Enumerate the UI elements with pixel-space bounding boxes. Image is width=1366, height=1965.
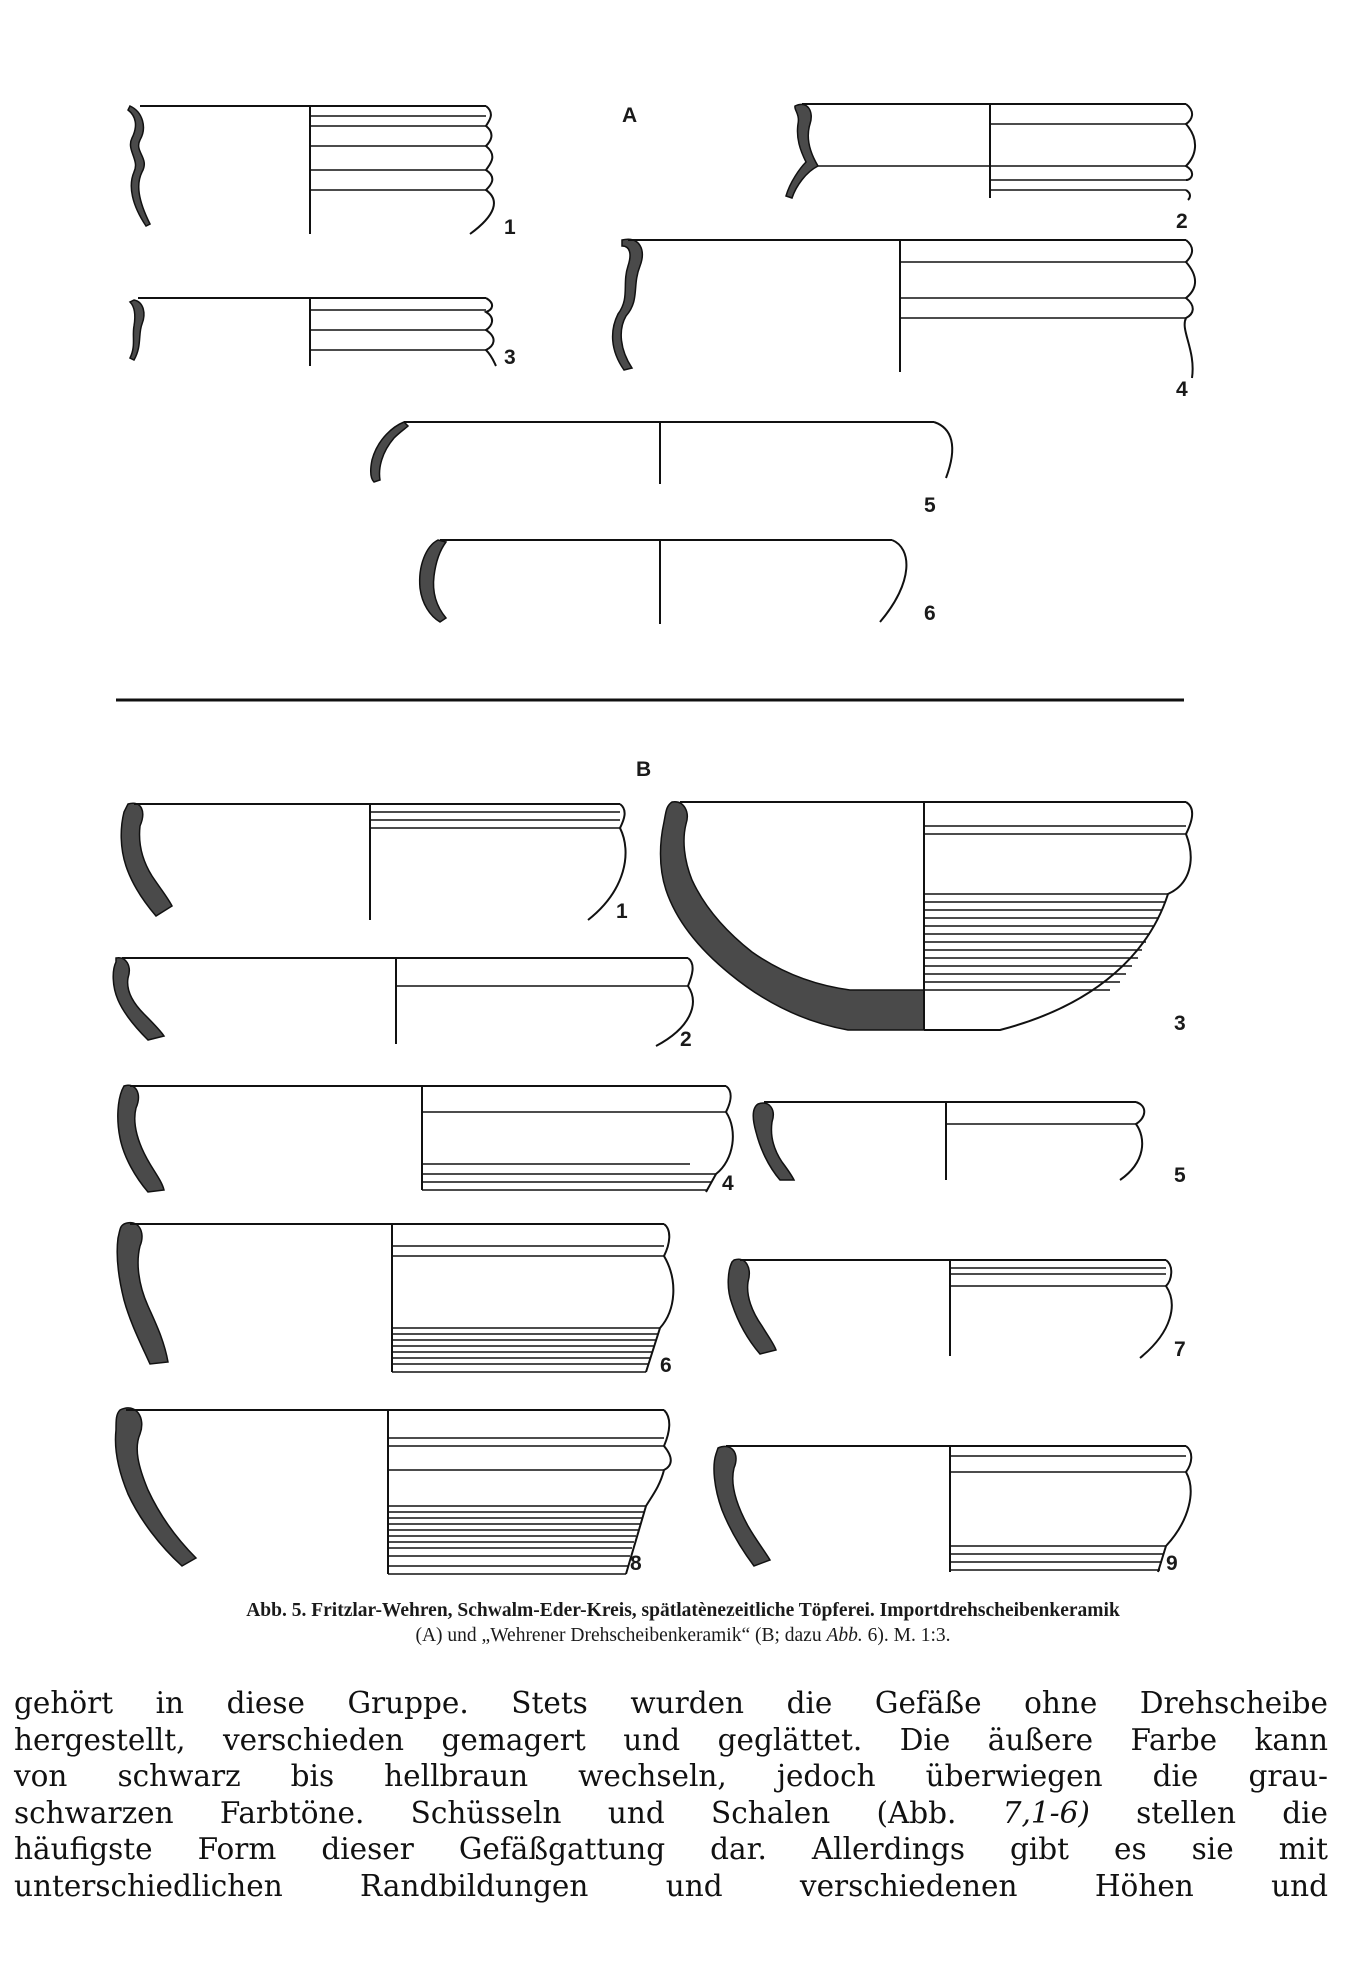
body-line-5: häufigste Form dieser Gefäßgattung dar. …	[14, 1832, 1328, 1867]
caption-line-1: Abb. 5. Fritzlar-Wehren, Schwalm-Eder-Kr…	[246, 1600, 1120, 1621]
body-line-3: von schwarz bis hellbraun wechseln, jedo…	[14, 1759, 1328, 1794]
body-paragraph: gehört in diese Gruppe. Stets wurden die…	[14, 1685, 1328, 1905]
b-num-8: 8	[630, 1552, 642, 1575]
caption-line-2-start: (A) und „Wehrener Drehscheibenkeramik“ (…	[415, 1625, 827, 1646]
sherd-b6: 6	[116, 1221, 675, 1377]
sherd-a4: 4	[611, 238, 1196, 401]
body-line-1: gehört in diese Gruppe. Stets wurden die…	[14, 1686, 1328, 1720]
figure-caption: Abb. 5. Fritzlar-Wehren, Schwalm-Eder-Kr…	[80, 1598, 1286, 1648]
b-num-1: 1	[616, 900, 628, 923]
a-num-1: 1	[504, 216, 516, 239]
body-line-4-start: schwarzen Farbtöne. Schüsseln und Schale…	[14, 1795, 1003, 1830]
section-a-label: A	[622, 104, 637, 127]
b-num-4: 4	[722, 1172, 734, 1195]
sherd-b3: 3	[659, 801, 1193, 1035]
b8-hatching	[388, 1505, 646, 1575]
sherd-b1: 1	[120, 802, 628, 923]
b6-hatching	[392, 1327, 660, 1373]
body-line-4: schwarzen Farbtöne. Schüsseln und Schale…	[14, 1795, 1328, 1832]
body-line-6: unterschiedlichen Randbildungen und vers…	[14, 1868, 1328, 1903]
sherd-b8: 8	[114, 1407, 672, 1575]
a-num-5: 5	[924, 494, 936, 517]
b-num-2: 2	[680, 1028, 692, 1051]
sherd-b7: 7	[727, 1258, 1186, 1361]
sherd-a6: 6	[418, 539, 936, 625]
body-line-4-end: stellen die	[1089, 1795, 1329, 1830]
pottery-figure: A 1 2 3	[112, 103, 1196, 1575]
sherd-b5: 5	[752, 1101, 1186, 1187]
sherd-a1: 1	[127, 105, 516, 239]
sherd-a3: 3	[128, 297, 516, 369]
a-num-3: 3	[504, 346, 516, 369]
b3-hatching	[924, 893, 1168, 991]
b-num-3: 3	[1174, 1012, 1186, 1035]
caption-line-2-end: 6). M. 1:3.	[862, 1625, 951, 1646]
sherd-b9: 9	[713, 1445, 1193, 1575]
caption-line-2: (A) und „Wehrener Drehscheibenkeramik“ (…	[80, 1623, 1286, 1648]
body-line-2: hergestellt, verschieden gemagert und ge…	[14, 1722, 1328, 1757]
b-num-7: 7	[1174, 1338, 1186, 1361]
sherd-a2: 2	[785, 103, 1196, 233]
a-num-4: 4	[1176, 378, 1188, 401]
sherd-b4: 4	[117, 1084, 734, 1195]
sherd-a5: 5	[369, 421, 954, 517]
body-figure-ref: 7,1-6)	[1002, 1795, 1090, 1830]
section-b-label: B	[636, 758, 651, 781]
a-num-6: 6	[924, 602, 936, 625]
b-num-9: 9	[1166, 1552, 1178, 1575]
caption-figure-ref: Abb.	[826, 1625, 863, 1646]
a-num-2: 2	[1176, 210, 1188, 233]
b-num-6: 6	[660, 1354, 672, 1377]
b-num-5: 5	[1174, 1164, 1186, 1187]
sherd-b2: 2	[112, 957, 694, 1051]
